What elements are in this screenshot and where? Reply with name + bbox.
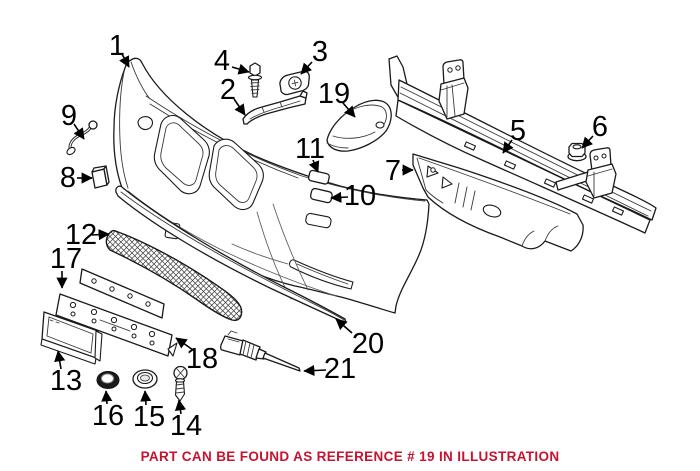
svg-text:1: 1 — [109, 30, 125, 62]
grommet-drawing — [96, 371, 120, 389]
adapter-plate-drawing — [279, 70, 310, 96]
guide-bracket-drawing — [242, 90, 308, 125]
footer-note: PART CAN BE FOUND AS REFERENCE # 19 IN I… — [140, 449, 560, 464]
svg-text:20: 20 — [352, 328, 384, 360]
trim-strip-drawing — [115, 185, 347, 324]
callout-15: 15 — [133, 390, 165, 433]
towing-eye-cap-drawing — [91, 165, 110, 189]
svg-text:21: 21 — [324, 353, 356, 385]
washer-drawing — [132, 369, 158, 389]
svg-text:8: 8 — [60, 162, 76, 194]
svg-text:19: 19 — [318, 78, 350, 110]
callout-8: 8 — [60, 162, 93, 194]
callout-12: 12 — [65, 219, 110, 251]
callout-17: 17 — [50, 243, 82, 289]
callout-13: 13 — [50, 350, 82, 397]
callout-18: 18 — [175, 337, 218, 375]
svg-text:15: 15 — [133, 401, 165, 433]
license-filler-plate-drawing — [40, 311, 103, 365]
callout-21: 21 — [303, 353, 356, 385]
svg-text:12: 12 — [65, 219, 97, 251]
callout-6: 6 — [581, 111, 608, 149]
svg-text:9: 9 — [61, 100, 77, 132]
screw-drawing — [247, 62, 263, 98]
svg-text:13: 13 — [50, 365, 82, 397]
callout-7: 7 — [385, 155, 414, 187]
svg-text:5: 5 — [510, 115, 526, 147]
callout-16: 16 — [92, 390, 124, 432]
svg-text:6: 6 — [592, 111, 608, 143]
svg-text:11: 11 — [295, 133, 325, 165]
license-bracket-drawing — [55, 268, 178, 357]
svg-text:7: 7 — [385, 155, 401, 187]
bumper-cover-drawing — [113, 57, 430, 314]
callout-14: 14 — [170, 399, 202, 442]
callout-3: 3 — [300, 36, 328, 75]
center-grille-mesh-drawing — [105, 229, 243, 322]
svg-text:2: 2 — [220, 74, 236, 106]
svg-text:4: 4 — [214, 45, 230, 77]
bumper-absorber-drawing — [412, 153, 584, 252]
hex-nut-drawing — [567, 142, 587, 162]
svg-text:3: 3 — [312, 36, 328, 68]
impact-bar-drawing — [388, 55, 657, 234]
temperature-sensor-drawing — [220, 330, 301, 372]
phillips-screw-drawing — [173, 365, 188, 402]
callout-1: 1 — [109, 30, 130, 68]
svg-text:14: 14 — [170, 410, 202, 442]
svg-text:17: 17 — [50, 243, 82, 275]
callout-19: 19 — [318, 78, 356, 118]
callout-2: 2 — [220, 74, 246, 116]
callout-5: 5 — [502, 115, 526, 154]
callout-11: 11 — [295, 133, 325, 173]
svg-text:18: 18 — [186, 343, 218, 375]
callout-20: 20 — [335, 318, 384, 360]
callout-4: 4 — [214, 45, 250, 77]
svg-text:10: 10 — [344, 180, 376, 212]
callout-9: 9 — [61, 100, 85, 140]
svg-text:16: 16 — [92, 400, 124, 432]
callout-10: 10 — [330, 180, 376, 212]
